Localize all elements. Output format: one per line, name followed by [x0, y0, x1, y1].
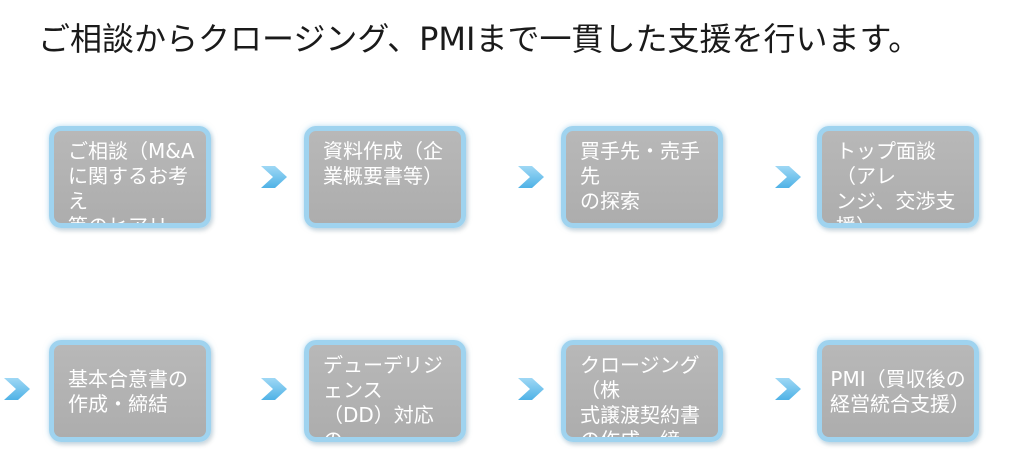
step-basic-agreement: 基本合意書の 作成・締結 [49, 340, 211, 442]
chevron-right-arrow-icon [775, 378, 801, 400]
step-label: 資料作成（企 業概要書等） [323, 139, 443, 188]
step-label: 基本合意書の 作成・締結 [68, 367, 188, 416]
chevron-right-arrow-icon [261, 378, 287, 400]
step-label: 買手先・売手先 の探索 [580, 139, 700, 213]
step-closing: クロージング（株 式譲渡契約書 の作成・締結） [561, 340, 723, 442]
step-label: PMI（買収後の 経営統合支援） [830, 367, 970, 416]
chevron-right-arrow-icon [518, 378, 544, 400]
step-pmi: PMI（買収後の 経営統合支援） [817, 340, 979, 442]
chevron-right-arrow-icon [4, 378, 30, 400]
step-due-diligence: デューデリジェンス （DD）対応の 支援 [304, 340, 466, 442]
step-label: クロージング（株 式譲渡契約書 の作成・締結） [580, 353, 700, 442]
step-label: トップ面談（アレ ンジ、交渉支援） [836, 139, 956, 228]
step-document-creation: 資料作成（企 業概要書等） [304, 126, 466, 228]
page-title: ご相談からクロージング、PMIまで一貫した支援を行います。 [38, 20, 921, 58]
step-partner-search: 買手先・売手先 の探索 [561, 126, 723, 228]
chevron-right-arrow-icon [518, 166, 544, 188]
chevron-right-arrow-icon [775, 166, 801, 188]
chevron-right-arrow-icon [261, 166, 287, 188]
step-label: デューデリジェンス （DD）対応の 支援 [323, 353, 443, 442]
step-consultation: ご相談（M&A に関するお考え 等のヒアリグ） [49, 126, 211, 228]
step-top-meeting: トップ面談（アレ ンジ、交渉支援） [817, 126, 979, 228]
step-label: ご相談（M&A に関するお考え 等のヒアリグ） [68, 139, 195, 228]
